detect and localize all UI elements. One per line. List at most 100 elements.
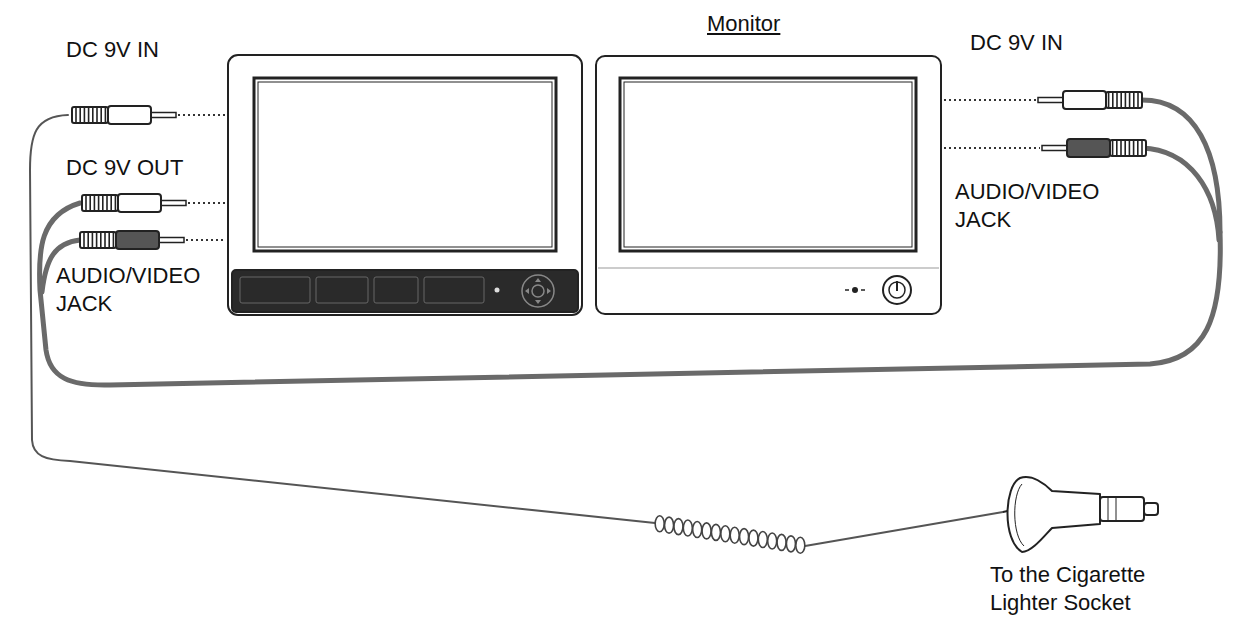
second-monitor [598,268,939,269]
main-player [424,277,484,303]
coiled-cord [777,534,786,550]
plug [1063,91,1106,109]
second-monitor [845,289,849,291]
lighter-plug [1008,477,1101,552]
plug [85,195,87,211]
plug [92,232,94,248]
plug-leader [188,202,226,204]
plug [108,232,110,248]
coiled-cord [758,532,767,548]
plug [96,107,98,123]
monitor-housing: Monitor [595,55,942,315]
main-player [240,277,484,303]
lighter-plug [1015,484,1024,546]
jack-label: AUDIO/VIDEO JACK [955,178,1135,234]
main-player [232,270,578,312]
plug [72,91,1146,249]
plug [80,232,116,248]
coiled-cord [702,523,711,539]
plug [1120,92,1122,108]
plug [80,231,184,249]
coiled-cord [721,526,730,542]
plug [1133,140,1135,156]
power-cable [30,115,655,523]
plug [72,107,108,123]
plug [87,232,89,248]
plug [151,113,176,118]
main-player [228,55,582,315]
av-cable [39,100,1220,385]
coiled-cord [711,524,720,540]
second-monitor [861,289,865,291]
second-monitor [896,281,898,291]
plug [82,195,118,211]
power-cable [30,115,1003,546]
plug [118,194,161,212]
coiled-cord [786,536,795,552]
plug [75,107,77,123]
plug [100,232,102,248]
plug-label: To the Cigarette Lighter Socket [990,561,1190,617]
coiled-cord [768,533,777,549]
main-player [532,285,544,297]
plug [1038,98,1063,103]
plug-leader [178,100,1040,240]
plug [88,107,90,123]
plug [1137,92,1139,108]
plug [92,107,94,123]
plug-leader [944,147,1040,149]
main-player [228,55,582,315]
second-monitor [624,82,912,247]
second-monitor [852,287,858,293]
monitor-title: Monitor [707,10,780,38]
plug [1038,91,1142,109]
plug [1042,146,1067,151]
plug [1129,92,1131,108]
main-player [258,82,552,247]
second-monitor [883,276,911,304]
main-player [240,277,310,303]
main-player [525,278,551,304]
plug [1110,140,1146,156]
plug [161,201,186,206]
plug [100,107,102,123]
plug [1124,140,1126,156]
plug [1120,140,1122,156]
plug [98,195,100,211]
av-cable [1142,100,1220,232]
main-player [522,275,554,307]
plug [1141,140,1143,156]
plug [1129,140,1131,156]
lighter-plug [1116,497,1117,521]
plug [1133,92,1135,108]
plug [1042,139,1146,157]
port-label: DC 9V OUT [66,154,236,182]
plug [1125,92,1127,108]
second-monitor [889,282,905,298]
lighter-plug [1100,497,1144,521]
plug [79,107,81,123]
coiled-cord [693,521,702,537]
plug [96,232,98,248]
plug-leader [178,114,226,116]
coiled-cord [749,530,758,546]
plug [113,232,115,248]
main-player [254,78,556,251]
plug [102,195,104,211]
plug [82,194,186,212]
second-monitor [598,78,939,304]
plug [1067,139,1110,157]
plug [89,195,91,211]
port-label: DC 9V IN [970,29,1140,57]
plug [72,106,176,124]
plug [1112,92,1114,108]
plug [110,195,112,211]
plug-leader [944,99,1036,101]
av-cable [1142,148,1219,240]
coiled-cord [730,527,739,543]
plug [83,232,85,248]
plug [94,195,96,211]
